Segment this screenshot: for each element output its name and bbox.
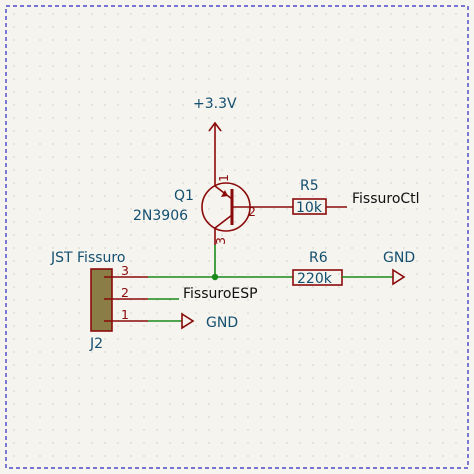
- transistor-q1[interactable]: 1 2 3 Q1 2N3906: [133, 170, 265, 245]
- q1-ref: Q1: [174, 188, 194, 204]
- r6-value: 220k: [297, 271, 333, 287]
- r6-ref: R6: [309, 250, 328, 266]
- power-arrow-icon: [208, 121, 222, 132]
- junction-dot: [211, 273, 219, 281]
- j2-pin2-number: 2: [121, 285, 129, 300]
- gnd-arrow-icon: [181, 312, 195, 330]
- net-label-fissuroesp[interactable]: FissuroESP: [183, 286, 258, 302]
- q1-pin-collector: 3: [213, 237, 228, 245]
- j2-ref: J2: [89, 336, 103, 352]
- net-label-fissuroctl[interactable]: FissuroCtl: [352, 191, 420, 207]
- resistor-r5[interactable]: 10k R5: [292, 178, 327, 216]
- r5-ref: R5: [300, 178, 319, 194]
- q1-pin-emitter: 1: [216, 174, 231, 182]
- q1-pin-base: 2: [248, 204, 256, 219]
- connector-j2[interactable]: 3 2 1 JST Fissuro J2: [50, 250, 148, 352]
- gnd-label-r6: GND: [383, 250, 415, 266]
- gnd-symbol-r6[interactable]: GND: [383, 250, 415, 286]
- page-border: [5, 5, 469, 469]
- power-label: +3.3V: [193, 96, 237, 112]
- transistor-emitter-line: [214, 185, 233, 200]
- gnd-symbol-j2[interactable]: GND: [181, 312, 238, 331]
- gnd-arrow-icon: [392, 268, 406, 286]
- q1-value: 2N3906: [133, 208, 188, 224]
- j2-pin1-number: 1: [121, 307, 129, 322]
- transistor-emitter-arrow-icon: [221, 190, 228, 197]
- j2-body: [90, 268, 113, 332]
- transistor-collector-line: [214, 214, 233, 229]
- r5-value: 10k: [296, 200, 323, 216]
- power-symbol-3v3[interactable]: +3.3V: [193, 96, 237, 170]
- j2-value: JST Fissuro: [50, 250, 125, 266]
- j2-pin3-number: 3: [121, 263, 129, 278]
- grid-dots: [8, 8, 466, 466]
- gnd-label-j2: GND: [206, 315, 238, 331]
